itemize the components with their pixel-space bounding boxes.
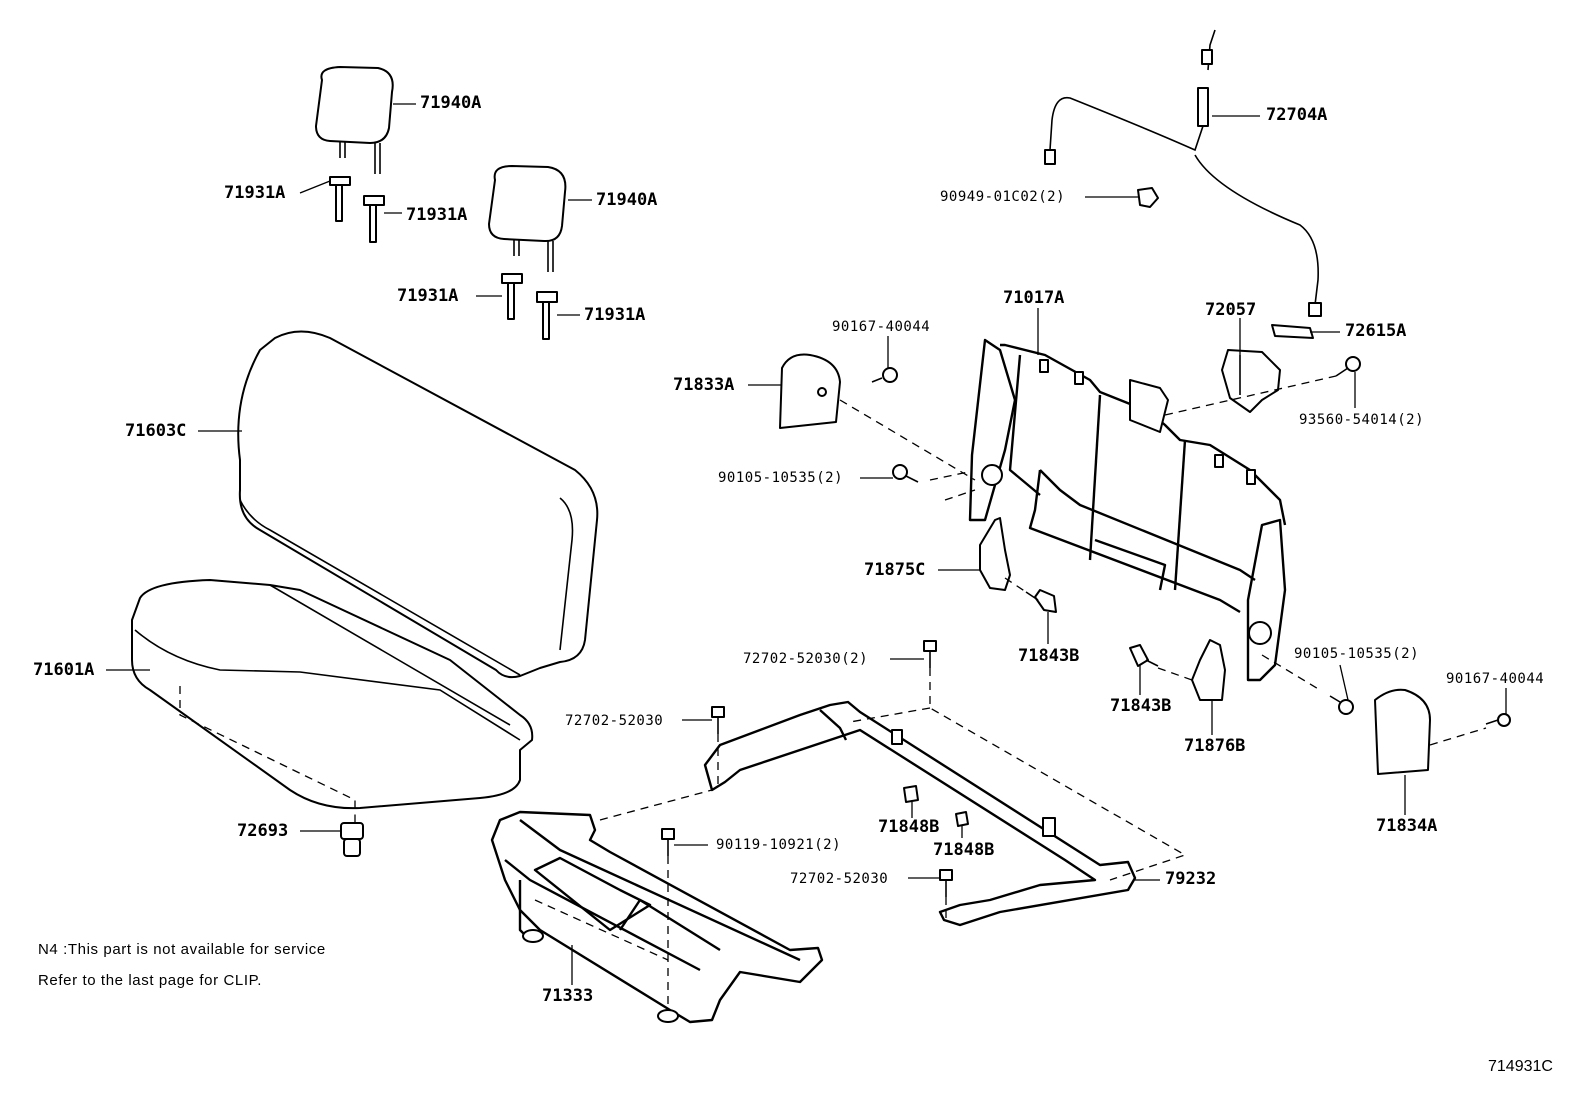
seat-back	[237, 330, 599, 679]
seat-frame	[490, 810, 824, 1024]
label-72704a: 72704A	[1266, 105, 1328, 125]
figure-reference: 714931C	[1488, 1058, 1553, 1075]
label-93560: 93560-54014(2)	[1299, 412, 1425, 428]
hinge-brackets	[979, 517, 1226, 701]
clip-72693	[340, 822, 364, 857]
label-71843b-2: 71843B	[1110, 696, 1172, 716]
label-72702-3: 72702-52030	[790, 871, 889, 887]
assembly-lines	[179, 375, 1487, 1010]
label-71940a-right: 71940A	[596, 190, 658, 210]
release-cable	[1044, 29, 1322, 317]
label-71875c: 71875C	[864, 560, 926, 580]
label-71931a-4: 71931A	[584, 305, 646, 325]
clip-90949	[1137, 187, 1159, 208]
label-71876b: 71876B	[1184, 736, 1246, 756]
label-71848b-2: 71848B	[933, 840, 995, 860]
label-71603c: 71603C	[125, 421, 187, 441]
hinge-cover-left	[779, 353, 841, 429]
headrest-left	[315, 66, 394, 174]
label-90105-right: 90105-10535(2)	[1294, 646, 1420, 662]
label-71931a-1: 71931A	[224, 183, 286, 203]
seat-back-frame	[968, 338, 1287, 682]
leader-lines	[106, 103, 1507, 985]
label-71833a: 71833A	[673, 375, 735, 395]
label-71931a-2: 71931A	[406, 205, 468, 225]
screws	[661, 367, 1511, 897]
cover-plate	[1271, 324, 1314, 339]
label-90167-right: 90167-40044	[1446, 671, 1545, 687]
label-71333: 71333	[542, 986, 594, 1006]
label-72702-2: 72702-52030	[565, 713, 664, 729]
label-90119: 90119-10921(2)	[716, 837, 842, 853]
label-71017a: 71017A	[1003, 288, 1065, 308]
clip-reference-note: Refer to the last page for CLIP.	[38, 972, 263, 989]
label-71931a-3: 71931A	[397, 286, 459, 306]
label-90167-left: 90167-40044	[832, 319, 931, 335]
label-72615a: 72615A	[1345, 321, 1407, 341]
label-90949: 90949-01C02(2)	[940, 189, 1066, 205]
label-71940a-left: 71940A	[420, 93, 482, 113]
label-72702-1: 72702-52030(2)	[743, 651, 869, 667]
label-72693: 72693	[237, 821, 289, 841]
label-72057: 72057	[1205, 300, 1257, 320]
headrest-right	[488, 165, 567, 272]
label-79232: 79232	[1165, 869, 1217, 889]
label-90105-left: 90105-10535(2)	[718, 470, 844, 486]
label-71848b-1: 71848B	[878, 817, 940, 837]
lock-bracket	[1221, 349, 1281, 413]
seat-rail	[703, 700, 1137, 927]
service-note: N4 :This part is not available for servi…	[38, 941, 326, 958]
label-71601a: 71601A	[33, 660, 95, 680]
headrest-supports	[329, 176, 558, 340]
label-71843b-1: 71843B	[1018, 646, 1080, 666]
label-71834a: 71834A	[1376, 816, 1438, 836]
seat-cushion	[131, 579, 534, 810]
hinge-cover-right	[1374, 688, 1431, 775]
bolt-93560	[1335, 356, 1361, 377]
